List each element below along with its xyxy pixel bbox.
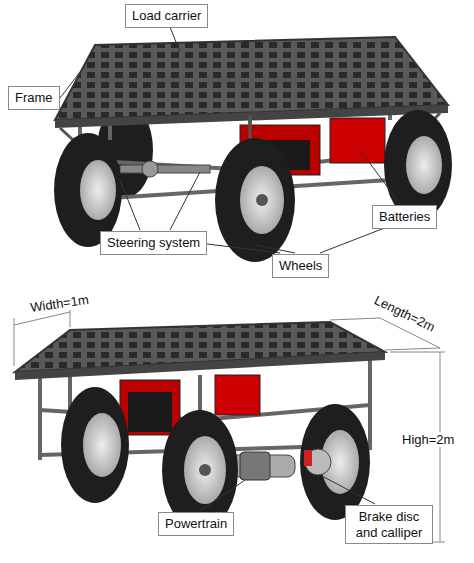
dimension-label: Length=2m [370, 292, 439, 336]
top-view [54, 37, 452, 262]
callout-box: Load carrier [125, 4, 208, 28]
callout-text: Load carrier [132, 8, 201, 24]
callout-text: Steering system [107, 235, 200, 251]
callout-text: Frame [15, 90, 53, 106]
callout-text: Wheels [279, 258, 322, 274]
leader-lines [60, 27, 418, 511]
callout-text: Powertrain [165, 516, 227, 532]
dimension-label: Width=1m [27, 292, 91, 316]
callout-box: Powertrain [158, 512, 234, 536]
bottom-view [15, 322, 385, 530]
callout-box: Steering system [100, 231, 207, 255]
callout-box: Frame [8, 86, 60, 110]
callout-text: Brake disc and calliper [352, 509, 426, 540]
callout-box: Wheels [272, 254, 329, 278]
callout-text: Batteries [379, 209, 430, 225]
callout-box: Batteries [372, 205, 437, 229]
callout-box: Brake disc and calliper [345, 505, 433, 544]
dimension-label: High=2m [400, 432, 456, 447]
